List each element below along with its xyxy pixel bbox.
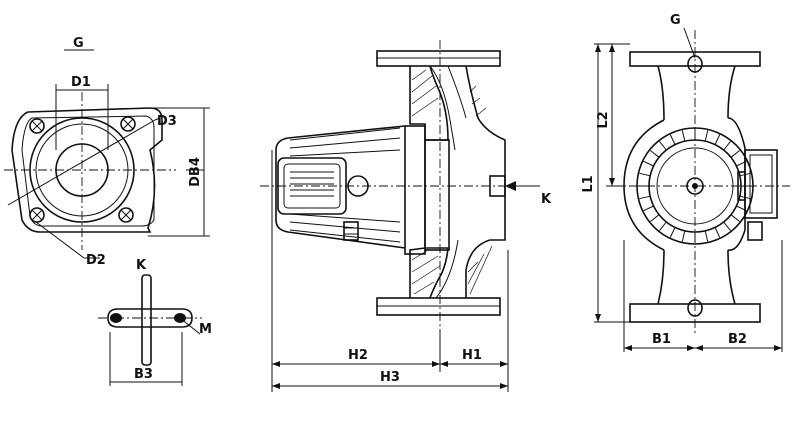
label-b2: B2 bbox=[728, 332, 747, 347]
motor-fin bbox=[639, 195, 651, 200]
motor-fin bbox=[650, 214, 660, 222]
motor-fin bbox=[659, 221, 667, 231]
label-b1: B1 bbox=[652, 332, 671, 347]
label-b3: B3 bbox=[134, 367, 153, 382]
motor-fin bbox=[714, 134, 721, 145]
label-d3: D3 bbox=[157, 114, 177, 129]
motor-fin bbox=[659, 141, 667, 151]
motor-fins bbox=[638, 129, 752, 243]
label-d2: D2 bbox=[86, 253, 106, 268]
bolt-hole-top-right bbox=[120, 116, 136, 132]
motor-fin bbox=[723, 141, 731, 151]
bolt-detail-view bbox=[98, 274, 202, 386]
pump-top-view bbox=[594, 27, 790, 352]
label-h2: H2 bbox=[348, 348, 368, 363]
motor-fin bbox=[681, 230, 686, 242]
motor-fin bbox=[681, 130, 686, 142]
label-db4: DB4 bbox=[188, 157, 203, 187]
motor-fin bbox=[669, 134, 676, 145]
label-k-small: K bbox=[136, 258, 147, 273]
flange-front-view bbox=[4, 49, 210, 259]
bolt-hole-top-left bbox=[29, 118, 45, 134]
label-h1: H1 bbox=[462, 348, 482, 363]
label-h3: H3 bbox=[380, 370, 400, 385]
motor-fin bbox=[639, 172, 651, 177]
pump-side-view bbox=[260, 40, 540, 392]
motor-fin bbox=[669, 227, 676, 238]
motor-fin bbox=[650, 150, 660, 158]
motor-fin bbox=[714, 227, 721, 238]
label-g-right: G bbox=[670, 13, 681, 28]
label-l1: L1 bbox=[581, 175, 596, 192]
label-m: M bbox=[199, 322, 212, 337]
motor-fin bbox=[730, 150, 740, 158]
bolt-hole-bottom-left bbox=[29, 207, 45, 223]
bolt-hole-bottom-right bbox=[118, 207, 134, 223]
motor-fin bbox=[643, 205, 654, 212]
label-k-side: K bbox=[541, 192, 552, 207]
label-g-left: G bbox=[73, 36, 84, 51]
label-d1: D1 bbox=[71, 75, 91, 90]
label-l2: L2 bbox=[596, 111, 611, 128]
motor-fin bbox=[643, 160, 654, 167]
motor-fin bbox=[704, 230, 709, 242]
motor-fin bbox=[723, 221, 731, 231]
motor-fin bbox=[704, 130, 709, 142]
motor-fin bbox=[730, 214, 740, 222]
